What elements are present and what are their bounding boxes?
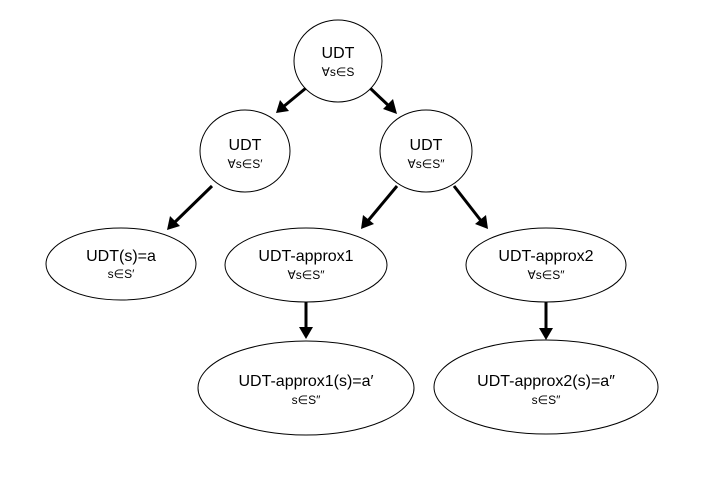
node-root-subtitle: ∀s∈S [322, 65, 355, 79]
edge-udt-s-prime-to-result-a [167, 184, 214, 230]
edge-udt-s-dprime-to-approx1 [361, 185, 399, 229]
node-result-a-subtitle: s∈S′ [108, 267, 135, 281]
edge-root-to-udt-s-dprime [368, 86, 397, 114]
node-udt-s-prime: UDT ∀s∈S′ [199, 109, 291, 193]
node-approx1: UDT-approx1 ∀s∈S″ [224, 227, 388, 303]
node-approx2-subtitle: ∀s∈S″ [528, 268, 566, 282]
node-result-a: UDT(s)=a s∈S′ [45, 227, 197, 301]
node-approx2: UDT-approx2 ∀s∈S″ [465, 227, 627, 303]
node-result-a2-subtitle: s∈S″ [532, 393, 561, 407]
edge-root-to-udt-s-prime [276, 86, 307, 113]
node-result-a2-title: UDT-approx2(s)=a″ [477, 373, 615, 390]
edges [167, 86, 553, 340]
edge-approx2-to-result-a2 [539, 299, 553, 340]
node-root: UDT ∀s∈S [293, 19, 383, 103]
node-udt-s-dprime-title: UDT [410, 137, 443, 154]
node-result-a1: UDT-approx1(s)=a′ s∈S″ [197, 340, 415, 436]
node-result-a2: UDT-approx2(s)=a″ s∈S″ [433, 339, 659, 435]
node-result-a-title: UDT(s)=a [86, 248, 156, 265]
node-udt-s-prime-title: UDT [229, 137, 262, 154]
node-approx2-title: UDT-approx2 [498, 248, 593, 265]
node-root-title: UDT [322, 45, 355, 62]
node-udt-s-dprime: UDT ∀s∈S″ [379, 109, 473, 193]
node-udt-s-dprime-subtitle: ∀s∈S″ [408, 157, 446, 171]
node-approx1-subtitle: ∀s∈S″ [288, 268, 326, 282]
edge-approx1-to-result-a1 [299, 299, 313, 339]
node-result-a1-subtitle: s∈S″ [292, 393, 321, 407]
edge-udt-s-dprime-to-approx2 [452, 185, 488, 229]
node-result-a1-title: UDT-approx1(s)=a′ [238, 373, 373, 390]
node-approx1-title: UDT-approx1 [258, 248, 353, 265]
node-udt-s-prime-subtitle: ∀s∈S′ [228, 157, 264, 171]
